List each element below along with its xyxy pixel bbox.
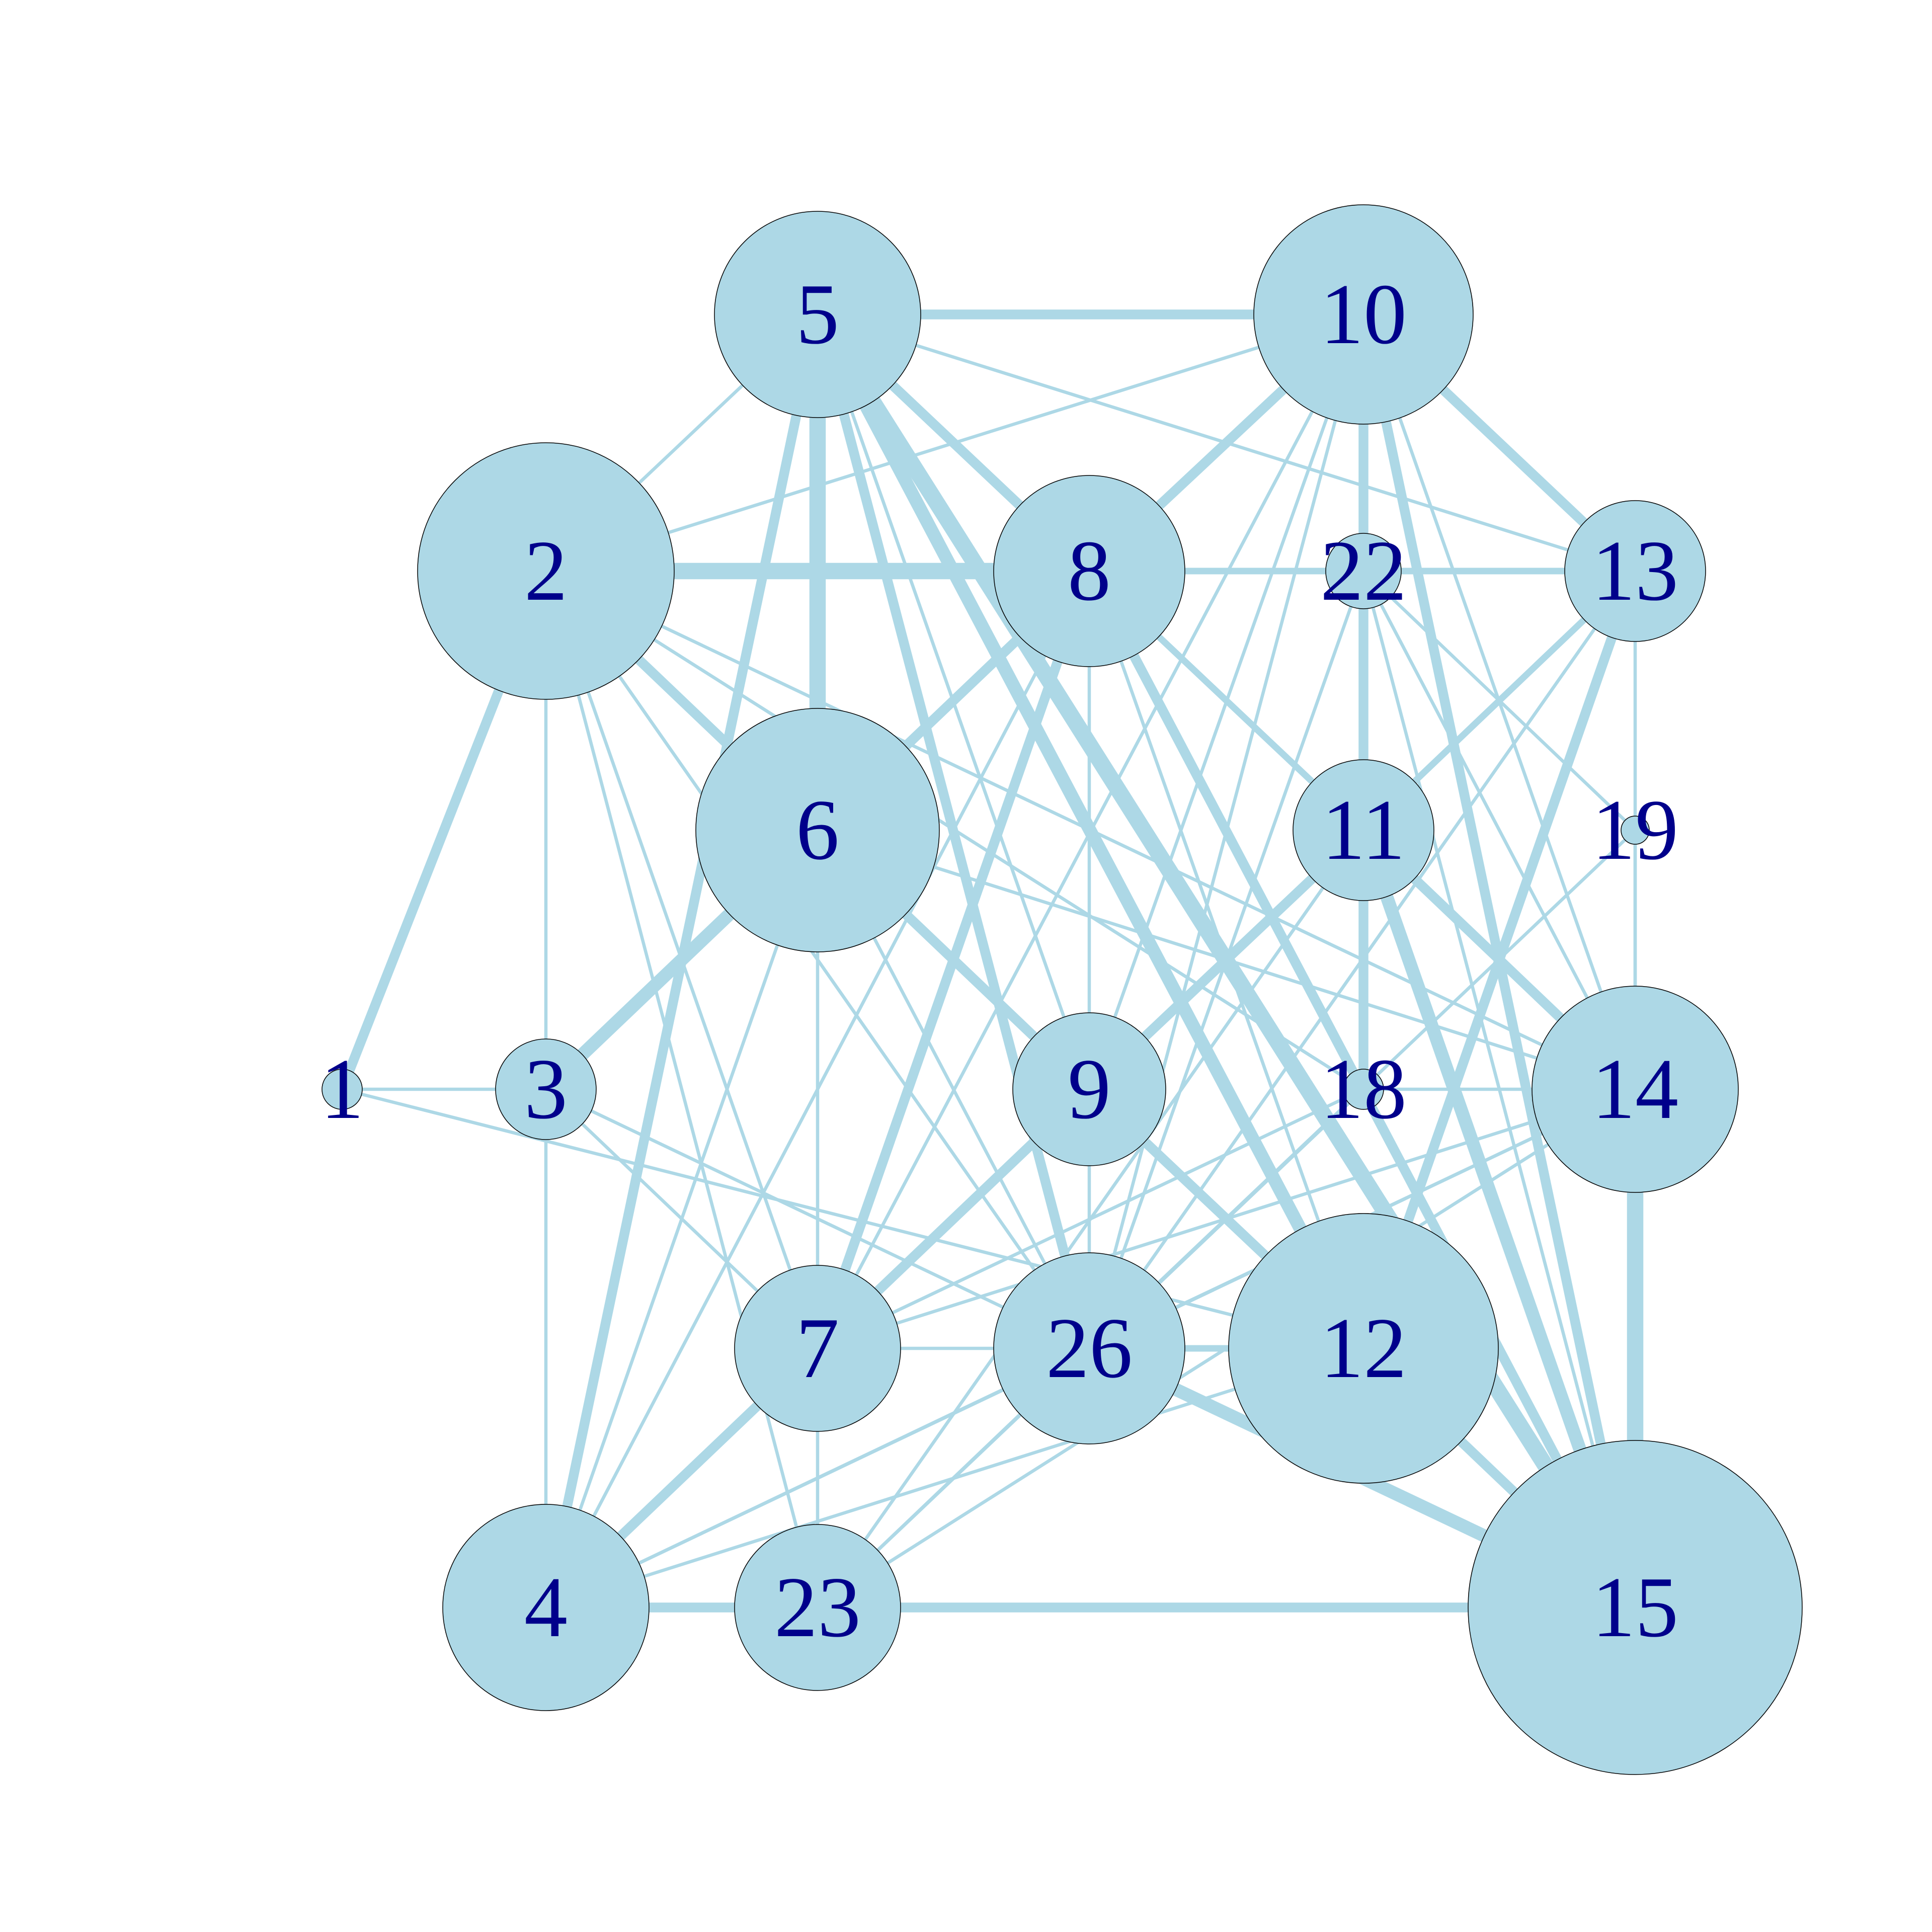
node-3: 3 <box>495 1038 597 1140</box>
edge-14-7 <box>817 1087 1636 1350</box>
node-label-12: 12 <box>1320 1301 1407 1396</box>
node-circle-9 <box>1012 1012 1166 1166</box>
node-label-8: 8 <box>1068 523 1111 619</box>
node-circle-13 <box>1564 500 1706 642</box>
edge-3-26 <box>545 1088 1090 1350</box>
node-6: 6 <box>695 708 940 952</box>
node-5: 5 <box>714 211 921 418</box>
node-circle-26 <box>993 1252 1185 1444</box>
node-label-23: 23 <box>774 1560 861 1655</box>
node-circle-14 <box>1532 986 1739 1193</box>
node-22: 22 <box>1320 523 1407 619</box>
node-circle-2 <box>417 442 675 700</box>
node-label-18: 18 <box>1320 1041 1407 1137</box>
node-18: 18 <box>1320 1041 1407 1137</box>
node-circle-22 <box>1325 533 1402 609</box>
node-label-14: 14 <box>1592 1041 1678 1137</box>
node-12: 12 <box>1228 1213 1499 1484</box>
node-circle-3 <box>495 1038 597 1140</box>
node-11: 11 <box>1293 759 1434 901</box>
node-label-5: 5 <box>796 267 839 362</box>
node-circle-1 <box>321 1069 363 1110</box>
node-circle-4 <box>442 1504 650 1711</box>
node-label-1: 1 <box>320 1041 364 1137</box>
node-label-11: 11 <box>1322 782 1405 878</box>
node-1: 1 <box>320 1041 364 1137</box>
node-circle-10 <box>1253 204 1474 425</box>
node-8: 8 <box>993 475 1185 667</box>
node-4: 4 <box>442 1504 650 1711</box>
node-label-3: 3 <box>524 1041 568 1137</box>
node-15: 15 <box>1468 1440 1803 1775</box>
node-14: 14 <box>1532 986 1739 1193</box>
node-circle-5 <box>714 211 921 418</box>
node-label-7: 7 <box>796 1301 839 1396</box>
node-circle-11 <box>1293 759 1434 901</box>
node-10: 10 <box>1253 204 1474 425</box>
node-label-9: 9 <box>1068 1041 1111 1137</box>
node-23: 23 <box>734 1524 901 1691</box>
node-circle-15 <box>1468 1440 1803 1775</box>
node-2: 2 <box>417 442 675 700</box>
node-label-2: 2 <box>524 523 568 619</box>
node-circle-19 <box>1621 816 1650 845</box>
edge-2-23 <box>544 571 820 1608</box>
node-circle-6 <box>695 708 940 952</box>
edge-12-4 <box>545 1346 1364 1609</box>
node-circle-18 <box>1343 1069 1384 1110</box>
node-label-4: 4 <box>524 1560 568 1655</box>
node-label-26: 26 <box>1046 1301 1133 1396</box>
node-26: 26 <box>993 1252 1185 1444</box>
node-circle-7 <box>734 1265 901 1432</box>
node-label-13: 13 <box>1592 523 1678 619</box>
edge-10-2 <box>545 312 1364 573</box>
node-circle-23 <box>734 1524 901 1691</box>
node-7: 7 <box>734 1265 901 1432</box>
node-circle-12 <box>1228 1213 1499 1484</box>
node-19: 19 <box>1592 782 1678 878</box>
node-label-6: 6 <box>796 782 839 878</box>
node-label-10: 10 <box>1320 267 1407 362</box>
node-13: 13 <box>1564 500 1706 642</box>
node-label-19: 19 <box>1592 782 1678 878</box>
edge-18-7 <box>817 1088 1364 1350</box>
node-label-22: 22 <box>1320 523 1407 619</box>
node-9: 9 <box>1012 1012 1166 1166</box>
edge-1-12 <box>342 1087 1364 1350</box>
node-circle-8 <box>993 475 1185 667</box>
node-label-15: 15 <box>1592 1560 1678 1655</box>
